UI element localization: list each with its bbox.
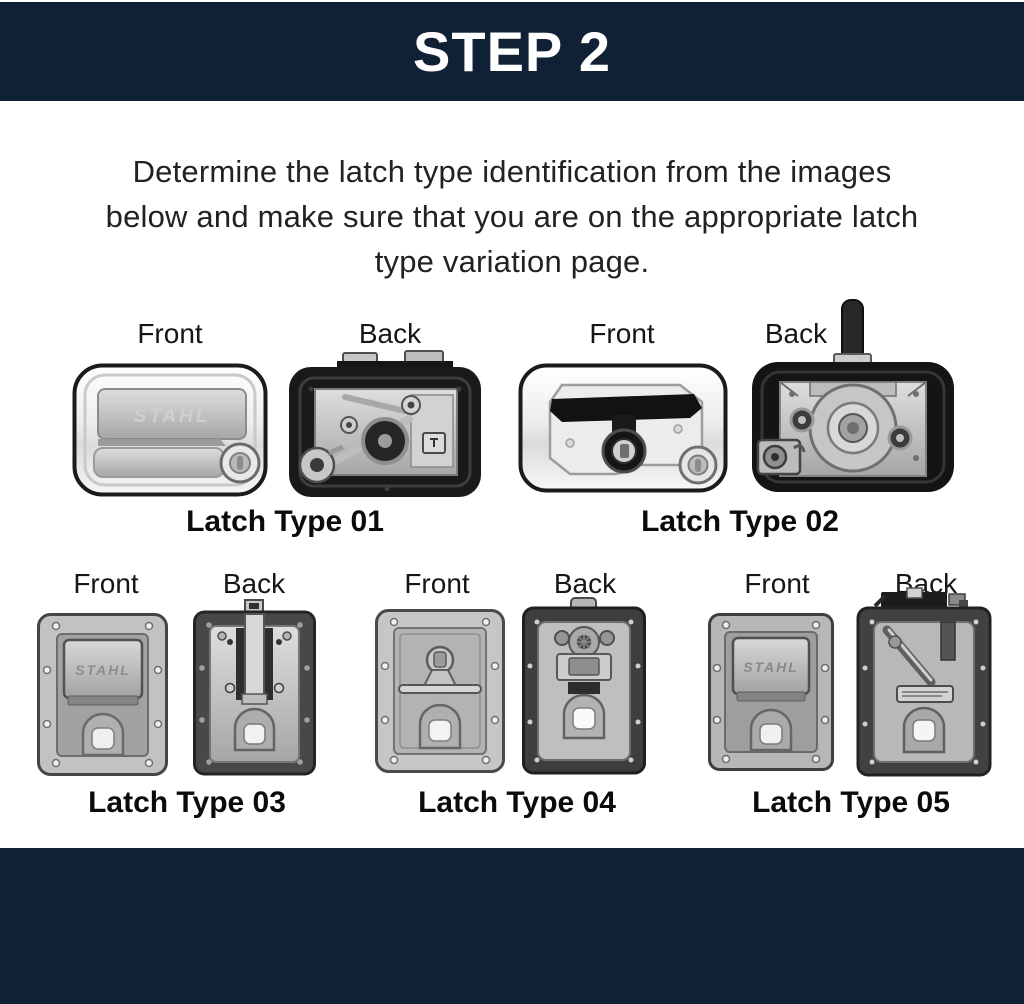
footer-bar — [0, 848, 1024, 1004]
latch-02-back-image — [750, 298, 956, 494]
latch-04-caption: Latch Type 04 — [418, 786, 616, 819]
latch-05-front-image: STAHL — [707, 612, 835, 772]
latch-01-front-label: Front — [137, 318, 203, 349]
step-title: STEP 2 — [413, 19, 611, 83]
latch-03-front-image: STAHL — [36, 612, 169, 777]
latch-03-back-label: Back — [222, 568, 286, 599]
latch-01-back-label: Back — [358, 318, 422, 349]
latch-01-caption: Latch Type 01 — [186, 505, 384, 538]
brand-embossed-text: STAHL — [743, 659, 799, 675]
latch-04-front-image — [374, 608, 506, 774]
latch-04-back-image — [521, 596, 647, 776]
latch-02-back-label: Back — [764, 318, 828, 349]
intro-text: Determine the latch type identification … — [105, 154, 919, 279]
latch-02-front-label: Front — [589, 318, 655, 349]
latch-02-caption: Latch Type 02 — [641, 505, 839, 538]
latch-03-back-image — [192, 598, 317, 777]
latch-04-front-label: Front — [404, 568, 470, 599]
latch-05-caption: Latch Type 05 — [752, 786, 950, 819]
latch-03-front-label: Front — [73, 568, 139, 599]
latch-04-back-label: Back — [553, 568, 617, 599]
latch-03-caption: Latch Type 03 — [88, 786, 286, 819]
latch-05-back-image — [855, 586, 993, 778]
header-bar: STEP 2 — [0, 2, 1024, 101]
latch-02-front-image — [518, 363, 728, 493]
latch-01-back-image — [287, 349, 483, 499]
latch-01-front-image: STAHL — [72, 363, 268, 497]
brand-embossed-text: STAHL — [75, 662, 131, 678]
brand-embossed-text: STAHL — [134, 406, 211, 427]
latch-05-front-label: Front — [744, 568, 810, 599]
